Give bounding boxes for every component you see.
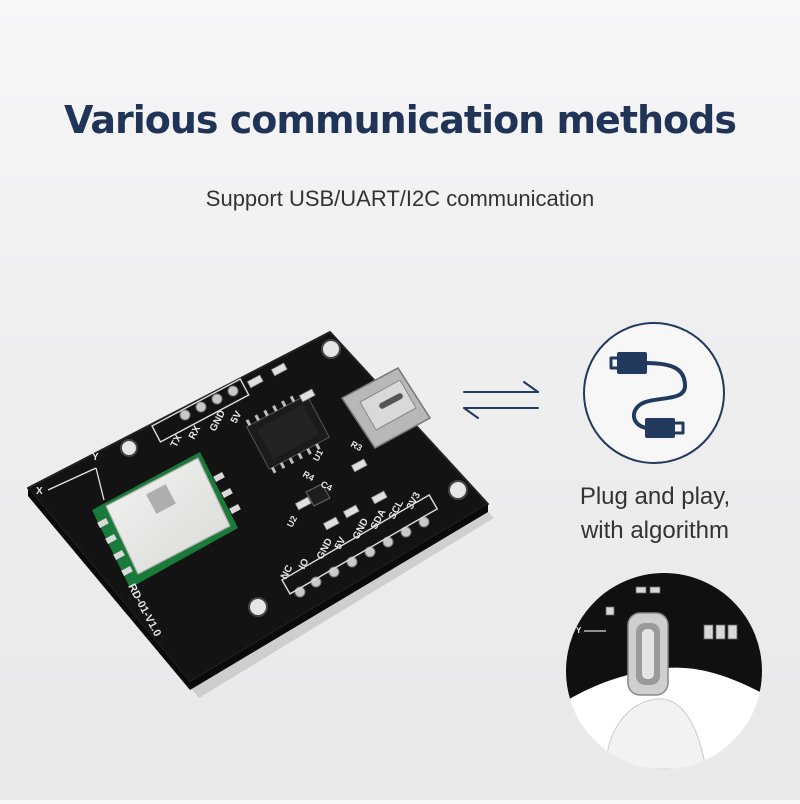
radar-module: [92, 452, 241, 588]
usb-cable-icon: [583, 322, 725, 464]
silkscreen-r3: R3: [349, 439, 364, 453]
top-header-pins: [179, 385, 239, 421]
silkscreen-c4: C4: [319, 479, 334, 493]
feature-text: Plug and play, with algorithm: [560, 480, 750, 548]
usb-c-closeup-photo: Y: [566, 573, 762, 769]
silkscreen-tx: TX: [169, 433, 185, 450]
svg-text:Y: Y: [576, 626, 582, 635]
smd-components: [246, 362, 388, 531]
silkscreen-5v-bottom: 5V: [333, 535, 349, 551]
silkscreen-5v-top: 5V: [229, 409, 245, 425]
silkscreen-axis-y: Y: [92, 452, 99, 463]
silkscreen-u1: U1: [311, 448, 325, 463]
silkscreen-u2: U2: [285, 514, 299, 529]
feature-line-2: with algorithm: [580, 517, 730, 544]
silkscreen-r4: R4: [301, 469, 316, 483]
usb-c-port: [340, 367, 432, 449]
main-ic-chip: [245, 394, 330, 474]
page-title: Various communication methods: [64, 98, 737, 142]
feature-line-1: Plug and play,: [579, 483, 731, 510]
pcb-body: [27, 331, 489, 683]
silkscreen-io: IO: [297, 557, 312, 572]
page-subtitle: Support USB/UART/I2C communication: [205, 186, 595, 211]
silkscreen-axis-x: X: [36, 486, 43, 497]
bidirectional-arrows-icon: [463, 381, 539, 419]
